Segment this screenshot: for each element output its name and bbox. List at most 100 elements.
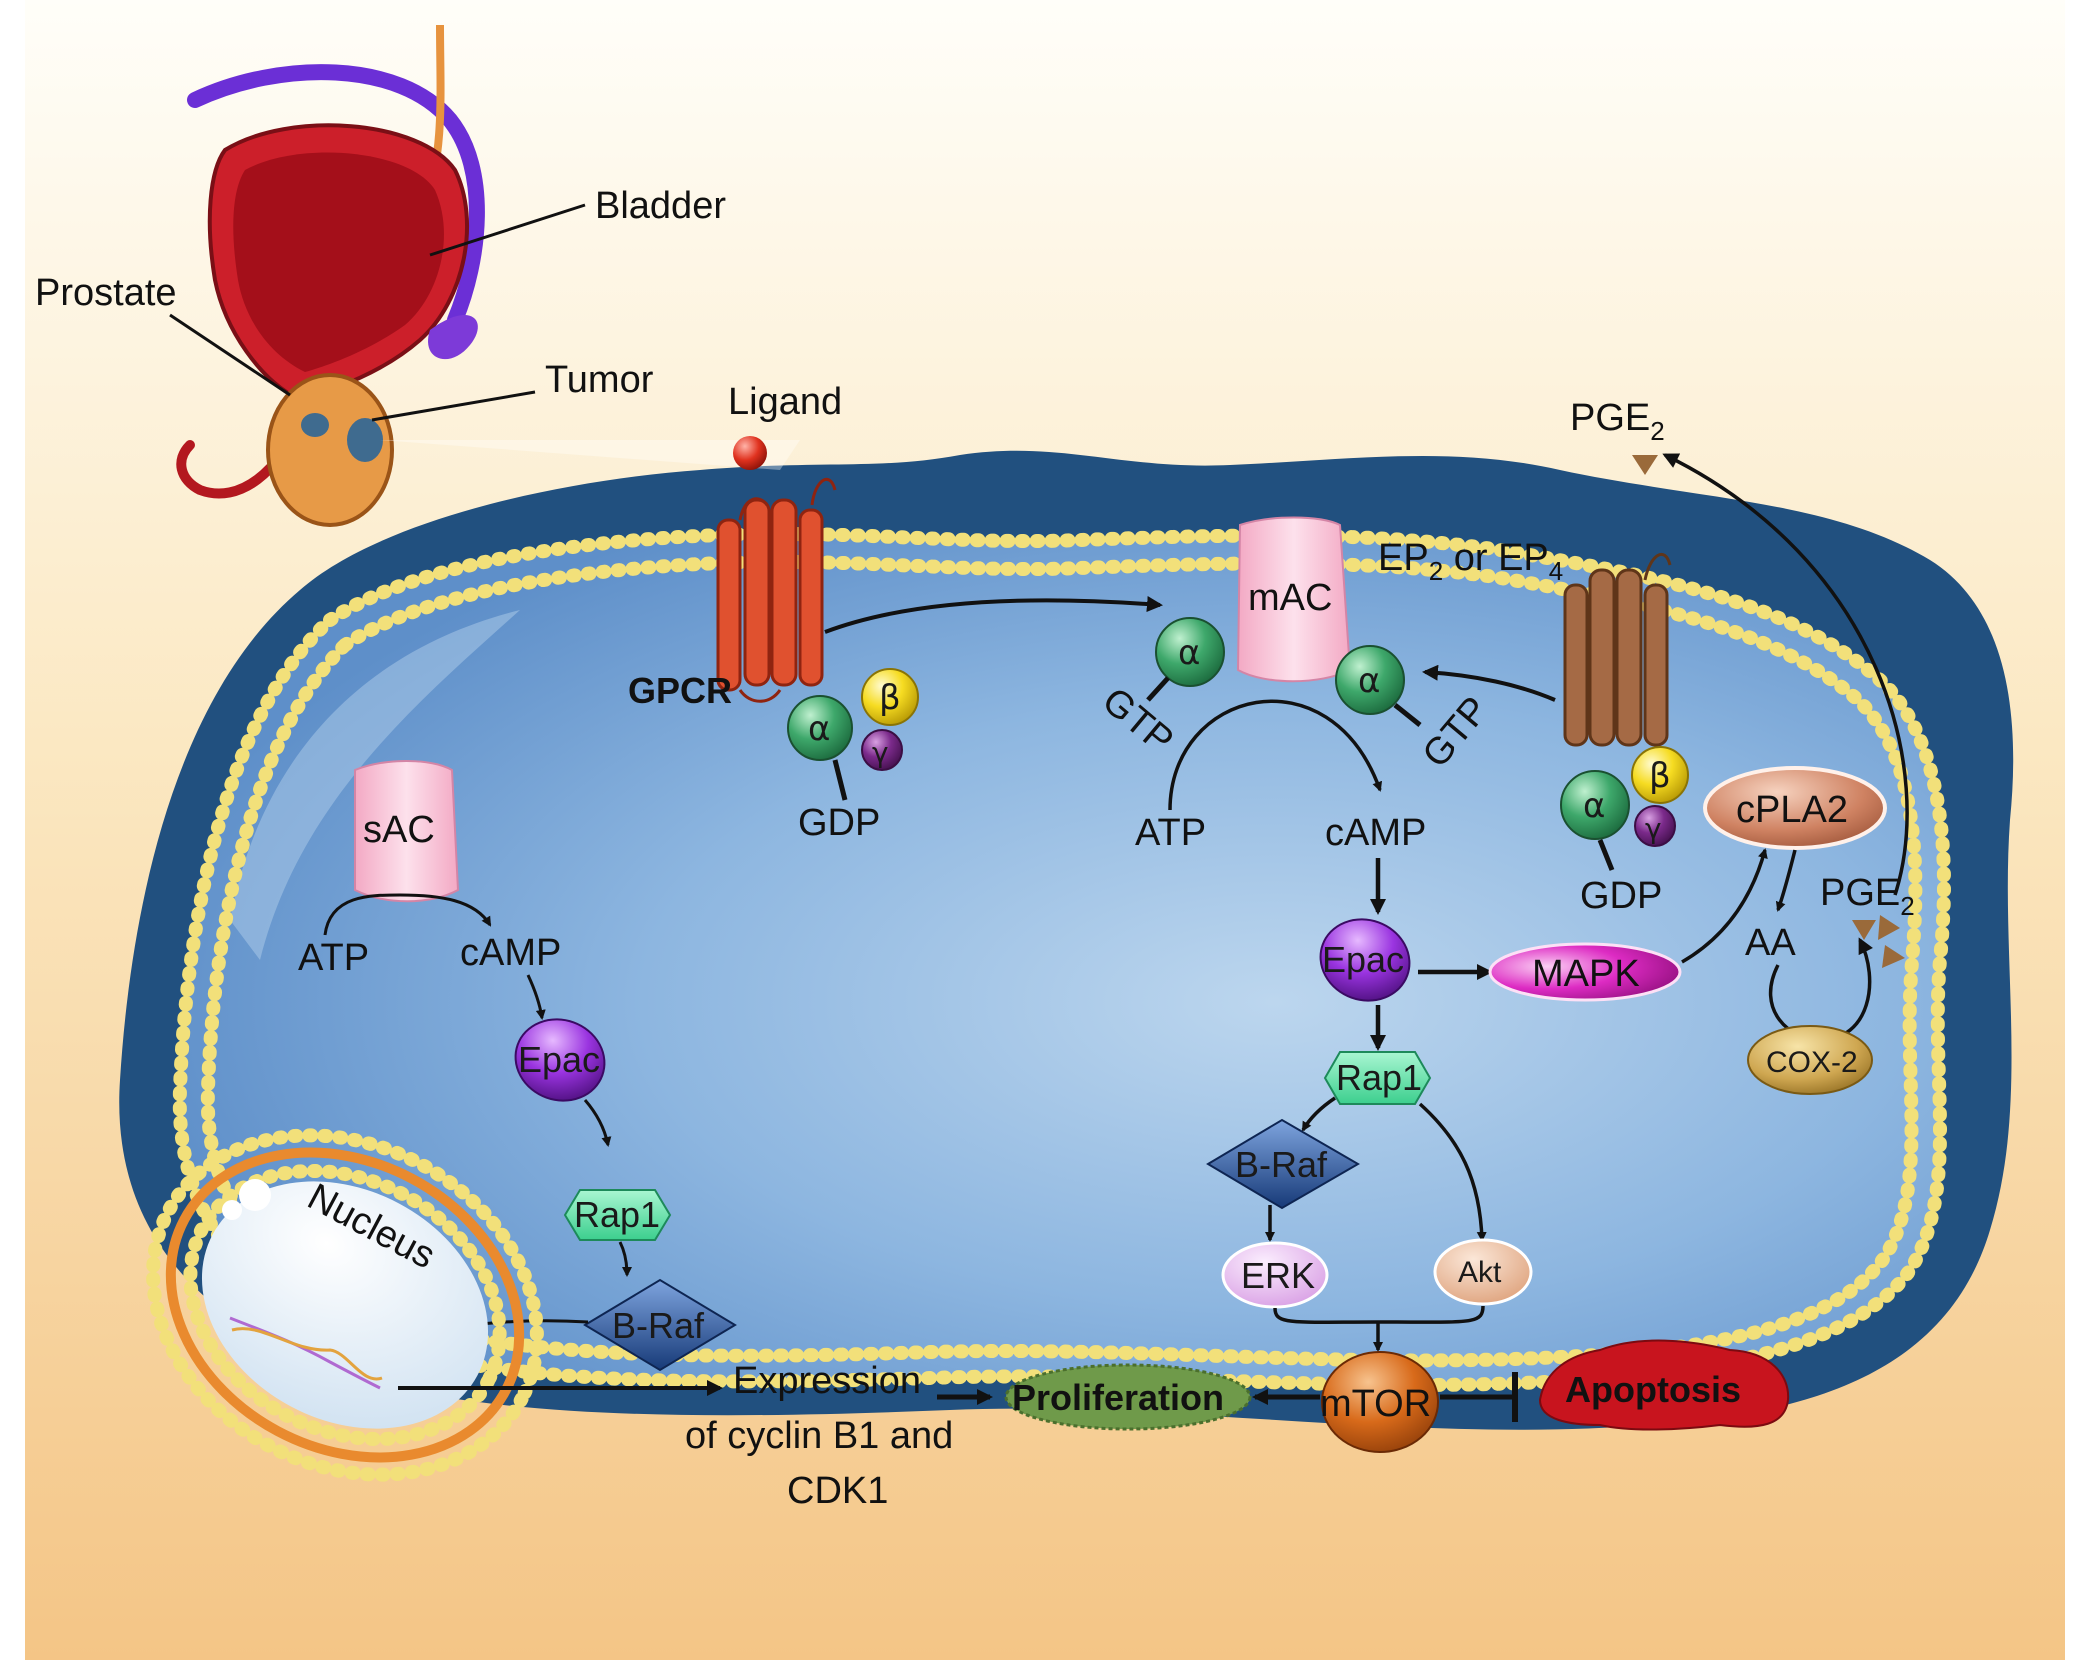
gtp-right-stem — [1393, 703, 1422, 727]
dna-icon — [229, 1316, 381, 1390]
camp-label-mac: cAMP — [1325, 812, 1426, 854]
tumor-label: Tumor — [545, 359, 654, 401]
rap1-to-akt-arrow — [1418, 1102, 1487, 1242]
gtp-left-stem — [1146, 676, 1170, 702]
mac-alpha-left-icon — [1155, 617, 1225, 687]
gdp-label-ep: GDP — [1580, 875, 1662, 917]
pge2-inside-icon-1 — [1852, 920, 1876, 940]
cytoplasm — [179, 533, 1944, 1385]
gpcr-complex: Ligand GPCR α β γ GDP — [628, 381, 919, 844]
braf-left-icon — [583, 1278, 737, 1372]
nucleus-highlight-icon — [239, 1179, 271, 1211]
sac-icon — [354, 760, 460, 903]
pge2-export-arrow — [1662, 453, 1909, 896]
camp-label-sac: cAMP — [460, 932, 561, 974]
mac-complex: mAC α α GTP GTP ATP cAMP — [1094, 516, 1497, 854]
rap1-right-label: Rap1 — [1336, 1057, 1422, 1098]
expression-line3: CDK1 — [787, 1470, 888, 1512]
ep-gamma-icon — [1634, 805, 1676, 847]
gamma-label: γ — [872, 736, 889, 769]
ep-to-alpha-arrow — [1422, 664, 1556, 702]
rap1-left-icon — [563, 1189, 672, 1241]
bladder-pointer — [429, 203, 586, 257]
mac-alpha-left-label: α — [1178, 633, 1200, 673]
ep-gamma-label: γ — [1645, 812, 1662, 845]
dna-icon-strand-2 — [231, 1327, 383, 1381]
tumor-icon-2 — [301, 413, 329, 437]
nucleus-outer-beads — [146, 1128, 544, 1482]
aa-label: AA — [1745, 922, 1796, 964]
erk-icon — [1221, 1241, 1329, 1309]
cpla2-label: cPLA2 — [1736, 789, 1848, 831]
mtor-label: mTOR — [1320, 1383, 1431, 1425]
rap1-left-label: Rap1 — [574, 1194, 660, 1235]
seminal-vesicle-icon — [428, 314, 478, 360]
vas-deferens-icon — [187, 64, 485, 328]
sac-label: sAC — [363, 809, 435, 851]
organ-illustration: Bladder Prostate Tumor — [35, 24, 726, 527]
mac-alpha-right-label: α — [1358, 661, 1380, 701]
cox2-icon — [1747, 1025, 1873, 1095]
pge2-label-inside: PGE2 — [1820, 872, 1915, 921]
epac-right-label: Epac — [1322, 939, 1404, 980]
bladder-inner-icon — [233, 152, 444, 372]
bladder-label: Bladder — [595, 185, 726, 227]
atp-to-camp-arc-mac — [1168, 699, 1383, 811]
mac-alpha-right-icon — [1335, 645, 1405, 715]
ligand-icon — [733, 436, 767, 470]
apoptosis-label: Apoptosis — [1565, 1369, 1741, 1410]
mapk-label: MAPK — [1532, 953, 1640, 995]
rap1-right-icon — [1323, 1051, 1432, 1105]
proliferation-icon — [1004, 1363, 1252, 1431]
outcome-block: mTOR Proliferation Apoptosis — [1004, 1339, 1790, 1453]
mac-label: mAC — [1248, 577, 1332, 619]
pge2-label-outside: PGE2 — [1570, 397, 1665, 446]
expression-line2: of cyclin B1 and — [685, 1415, 953, 1457]
alpha-subunit-icon — [787, 695, 853, 761]
braf-left-label: B-Raf — [612, 1305, 705, 1346]
nucleoplasm — [201, 1181, 489, 1429]
pge2-inside-icon-2 — [1878, 915, 1900, 940]
pge2-inside-icon-3 — [1882, 945, 1905, 968]
gpcr-receptor-icon — [716, 477, 837, 703]
pge2-export: PGE2 — [1570, 397, 1909, 896]
akt-icon — [1433, 1238, 1533, 1306]
ep-alpha-icon — [1560, 770, 1630, 840]
nucleus-envelope — [165, 1147, 525, 1463]
mac-cascade: Epac MAPK Rap1 B-Raf ERK Akt — [1206, 848, 1768, 1352]
erk-label: ERK — [1241, 1255, 1315, 1296]
nucleus-highlight-icon-2 — [222, 1200, 242, 1220]
epac-right-icon — [1319, 918, 1411, 1002]
braf-right-label: B-Raf — [1235, 1144, 1328, 1185]
ep-receptor-complex: EP2 or EP4 α β γ GDP — [1378, 537, 1689, 917]
atp-label-sac: ATP — [298, 937, 369, 979]
nucleus-inner-beads — [183, 1163, 507, 1447]
tumor-icon — [347, 418, 383, 462]
gdp-label-gpcr: GDP — [798, 802, 880, 844]
prostate-label: Prostate — [35, 272, 177, 314]
gdp-stem — [832, 759, 848, 801]
proliferation-label: Proliferation — [1012, 1377, 1224, 1418]
gamma-subunit-icon — [861, 729, 903, 771]
mtor-icon — [1321, 1351, 1439, 1453]
akt-label: Akt — [1458, 1256, 1502, 1289]
rap1-to-braf-arrow-sac — [618, 1241, 632, 1277]
prostate-pointer — [169, 313, 291, 397]
highlight-beam — [380, 440, 800, 470]
cpla2-icon — [1703, 766, 1887, 850]
beta-subunit-icon — [861, 668, 919, 726]
gpcr-to-mac-arrow — [824, 596, 1163, 634]
epac-left-icon — [514, 1018, 606, 1102]
atp-to-camp-arc-sac — [323, 893, 492, 936]
tumor-pointer — [371, 390, 536, 422]
ep-beta-icon — [1631, 746, 1689, 804]
ep-receptor-label: EP2 or EP4 — [1378, 537, 1563, 586]
cpla2-to-aa-arrow — [1775, 849, 1797, 912]
mapk-to-cpla2-arrow — [1681, 848, 1768, 964]
braf-right-icon — [1206, 1118, 1360, 1210]
cytoplasm-highlight — [230, 610, 520, 960]
expression-line1: Expression — [733, 1360, 921, 1402]
gpcr-label: GPCR — [628, 670, 732, 711]
prostaglandin-pathway: cPLA2 AA COX-2 PGE2 — [1703, 766, 1915, 1095]
